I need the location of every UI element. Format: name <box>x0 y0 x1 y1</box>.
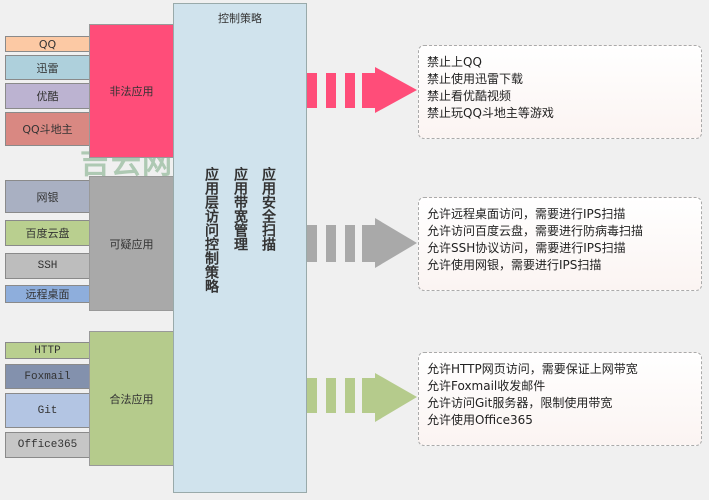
security-scan-label: 应用安全扫描 <box>260 167 276 251</box>
policy-note-legal: 允许HTTP网页访问，需要保证上网带宽 允许Foxmail收发邮件 允许访问Gi… <box>418 352 702 446</box>
arrow-legal <box>307 373 417 422</box>
policy-line: 禁止看优酷视频 <box>427 89 512 103</box>
policy-line: 允许使用网银，需要进行IPS扫描 <box>427 258 602 272</box>
policy-line: 允许HTTP网页访问，需要保证上网带宽 <box>427 362 638 376</box>
policy-line: 允许Foxmail收发邮件 <box>427 379 546 393</box>
policy-note-illegal: 禁止上QQ 禁止使用迅雷下载 禁止看优酷视频 禁止玩QQ斗地主等游戏 <box>418 45 702 139</box>
bandwidth-management-label: 应用带宽管理 <box>232 167 248 251</box>
app-youku: 优酷 <box>5 83 90 109</box>
control-strategy-box: 控制策略 应用层访问控制策略 应用带宽管理 应用安全扫描 <box>173 3 307 493</box>
policy-line: 允许SSH协议访问，需要进行IPS扫描 <box>427 241 626 255</box>
app-online-banking: 网银 <box>5 180 90 213</box>
category-legal-apps: 合法应用 <box>89 331 174 466</box>
category-illegal-apps: 非法应用 <box>89 24 174 158</box>
app-qq-doudizhu: QQ斗地主 <box>5 112 90 146</box>
policy-line: 禁止使用迅雷下载 <box>427 72 524 86</box>
policy-line: 允许远程桌面访问，需要进行IPS扫描 <box>427 207 626 221</box>
app-baidu-pan: 百度云盘 <box>5 220 90 246</box>
app-office365: Office365 <box>5 432 90 458</box>
arrow-illegal <box>307 67 417 113</box>
policy-line: 允许使用Office365 <box>427 413 533 427</box>
policy-note-suspicious: 允许远程桌面访问，需要进行IPS扫描 允许访问百度云盘，需要进行防病毒扫描 允许… <box>418 197 702 291</box>
policy-line: 允许访问百度云盘，需要进行防病毒扫描 <box>427 224 644 238</box>
policy-line: 禁止上QQ <box>427 55 482 69</box>
app-http: HTTP <box>5 342 90 359</box>
app-remote-desktop: 远程桌面 <box>5 285 90 303</box>
policy-line: 允许访问Git服务器，限制使用带宽 <box>427 396 613 410</box>
category-suspicious-apps: 可疑应用 <box>89 176 174 311</box>
access-control-policy-label: 应用层访问控制策略 <box>203 167 219 293</box>
control-strategy-title: 控制策略 <box>218 12 262 25</box>
app-ssh: SSH <box>5 253 90 279</box>
policy-line: 禁止玩QQ斗地主等游戏 <box>427 106 554 120</box>
arrow-suspicious <box>307 218 417 268</box>
app-foxmail: Foxmail <box>5 364 90 389</box>
